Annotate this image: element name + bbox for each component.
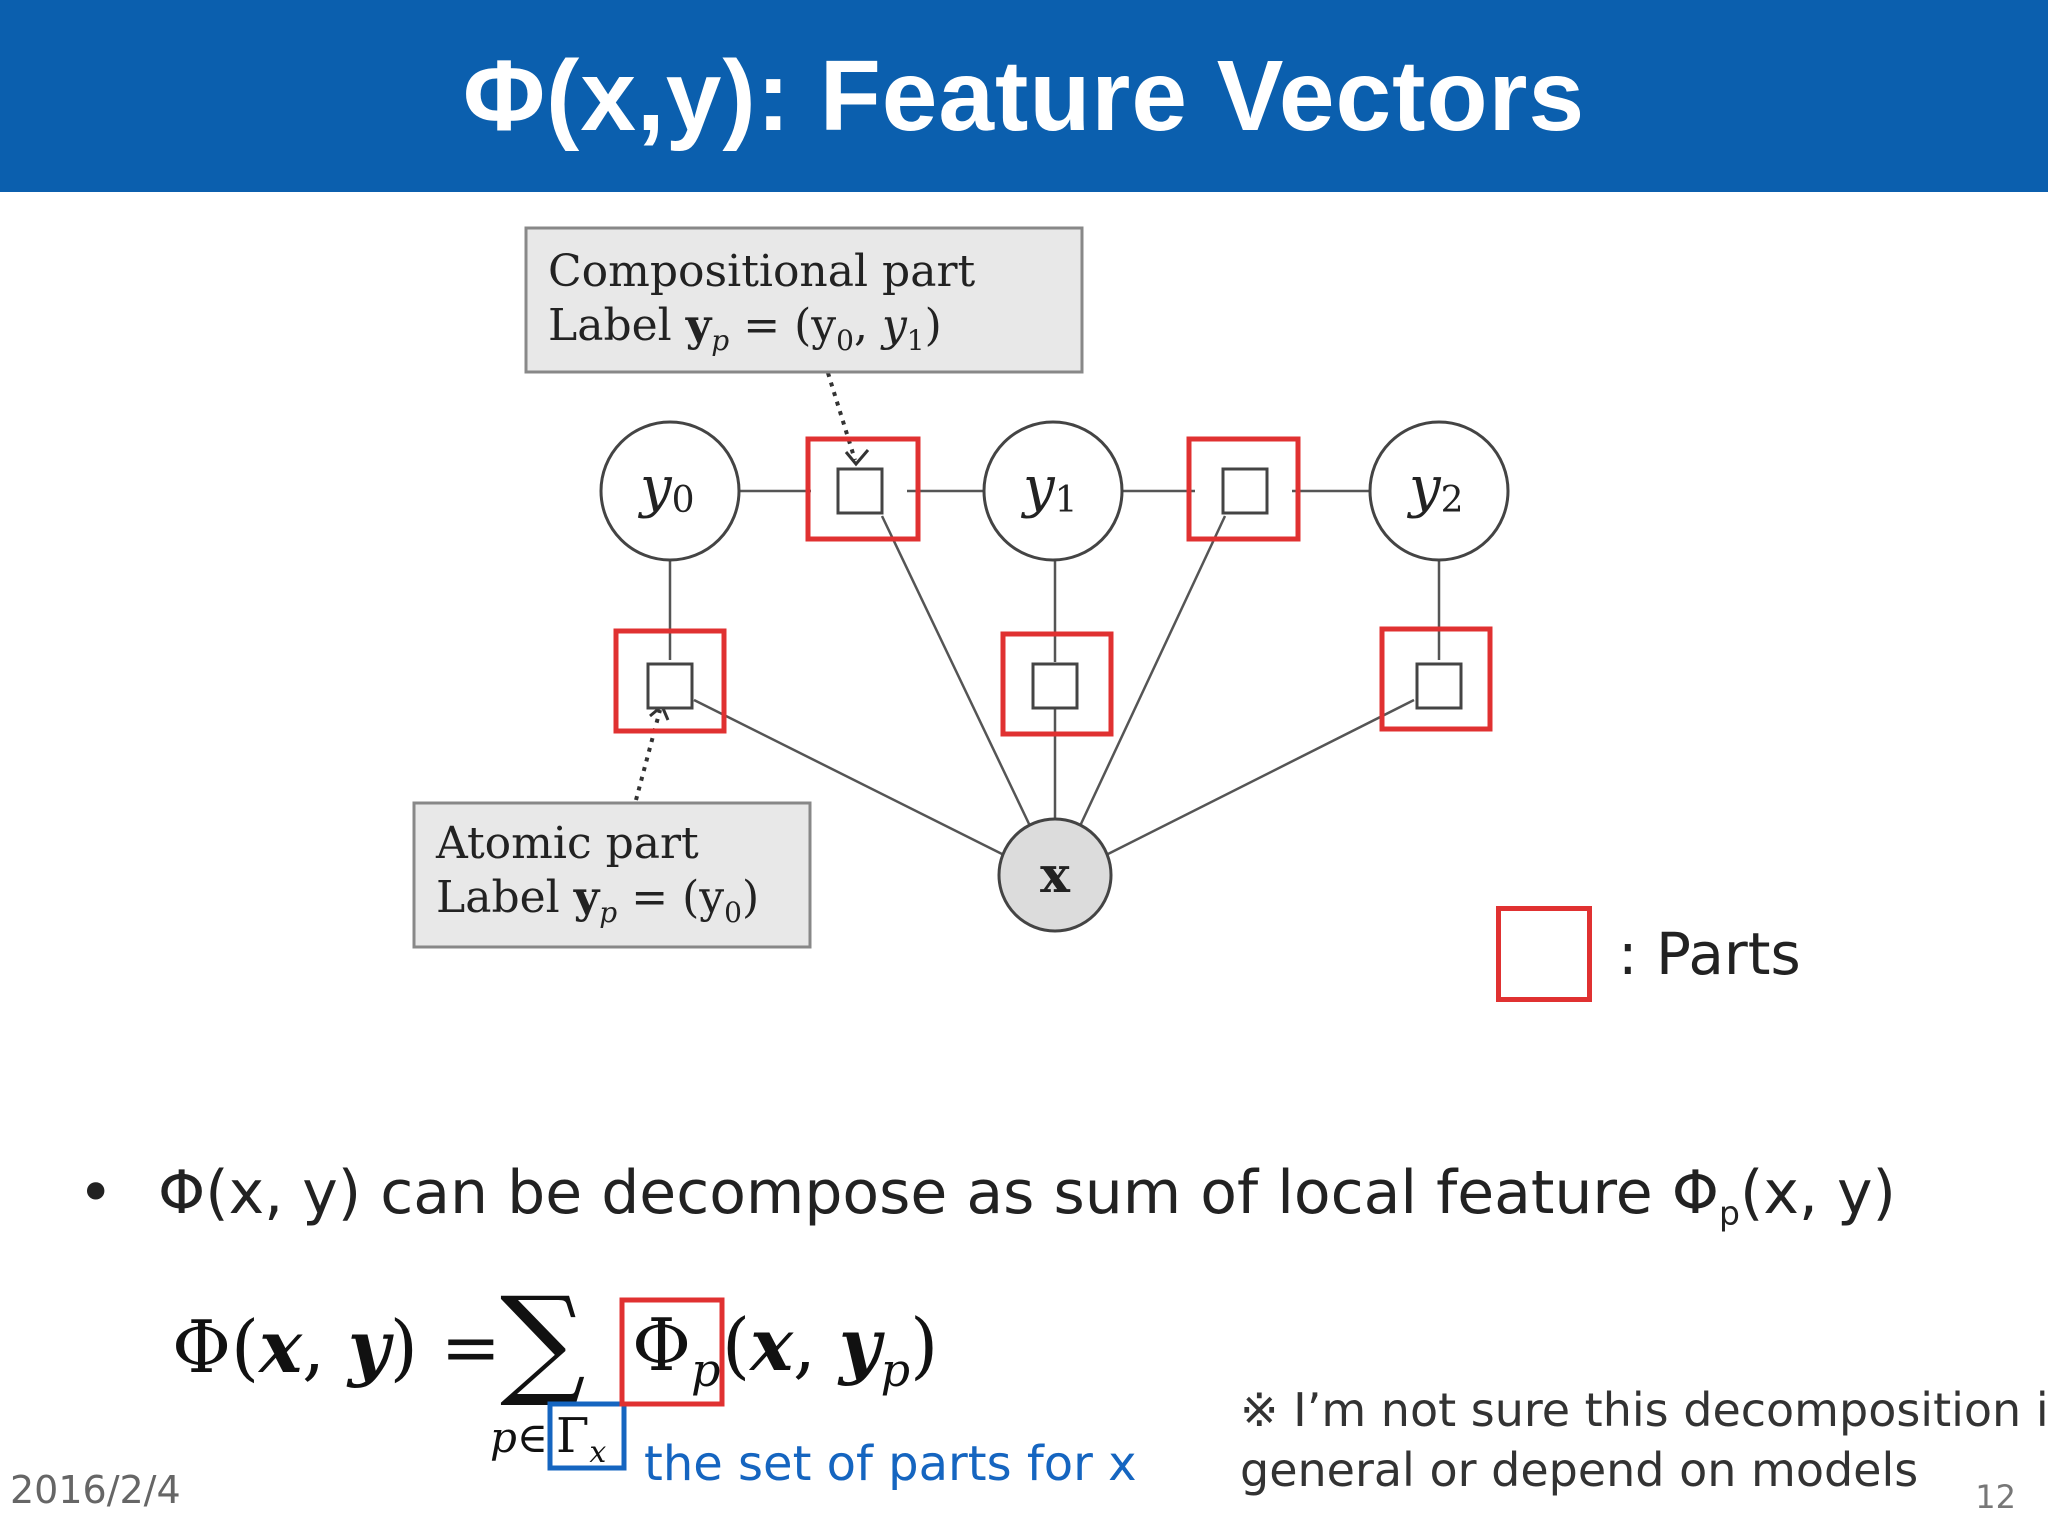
factor-atomic-y0 (646, 662, 694, 710)
part-highlight-a1 (1000, 631, 1114, 737)
part-highlight-a0 (613, 628, 727, 734)
bullet-point: • Φ(x, y) can be decompose as sum of loca… (78, 1158, 1896, 1233)
node-y0 (599, 420, 741, 562)
part-highlight-f12 (1186, 436, 1301, 542)
compositional-part-box (524, 226, 1084, 374)
parts-legend-label: : Parts (1618, 920, 1801, 988)
footer-date: 2016/2/4 (10, 1468, 181, 1512)
page-number: 12 (1975, 1478, 2016, 1516)
bullet-marker: • (78, 1158, 114, 1228)
side-note-line2: general or depend on models (1240, 1443, 1919, 1497)
bullet-tail: (x, y) (1739, 1158, 1896, 1228)
phi-p-highlight-box (619, 1297, 725, 1407)
factor-atomic-y2 (1415, 662, 1463, 710)
arrowhead-compositional (844, 449, 870, 467)
node-y1-label: y1 (1020, 455, 1078, 521)
part-highlight-f01 (805, 436, 921, 542)
atomic-label: Label yp= (y0) (436, 872, 759, 929)
formula-rhs-args: (x, yp) (722, 1302, 938, 1397)
slide-title: Φ(x,y): Feature Vectors (462, 39, 1586, 152)
atomic-part-box (412, 801, 812, 949)
factor-atomic-y1 (1031, 662, 1079, 710)
bullet-subscript: p (1719, 1193, 1740, 1233)
formula-lhs: Φ(x, y) = (172, 1304, 501, 1389)
compositional-label: Label yp= (y0, y1) (548, 300, 942, 357)
bullet-text: Φ(x, y) can be decompose as sum of local… (158, 1158, 1719, 1228)
title-bar: Φ(x,y): Feature Vectors (0, 0, 2048, 192)
node-y1 (982, 420, 1124, 562)
gamma-caption: the set of parts for x (644, 1436, 1137, 1492)
node-y0-label: y0 (637, 455, 695, 521)
edge-f12-x (1078, 515, 1227, 827)
formula-gamma: Γx (556, 1408, 606, 1470)
node-x-label: x (1040, 845, 1071, 904)
part-highlight-a2 (1379, 626, 1493, 732)
node-x (997, 817, 1113, 933)
formula-under-p: p∈ (490, 1413, 548, 1462)
factor-y0-y1 (836, 467, 884, 515)
formula-phi-p: Φp (632, 1303, 720, 1397)
gamma-highlight-box (547, 1401, 627, 1471)
edge-a2-x (1107, 698, 1415, 856)
node-y2-label: y2 (1406, 455, 1464, 521)
side-note-line1: ※ I’m not sure this decomposition is (1240, 1383, 2048, 1437)
formula-sum: ∑ (500, 1272, 586, 1411)
factor-y1-y2 (1221, 467, 1269, 515)
compositional-title: Compositional part (548, 246, 975, 297)
parts-legend-swatch (1496, 906, 1592, 1002)
edge-f01-x (880, 515, 1032, 827)
atomic-title: Atomic part (435, 818, 699, 869)
side-note: ※ I’m not sure this decomposition is gen… (1240, 1380, 2048, 1500)
node-y2 (1368, 420, 1510, 562)
edge-a0-x (693, 698, 1003, 856)
